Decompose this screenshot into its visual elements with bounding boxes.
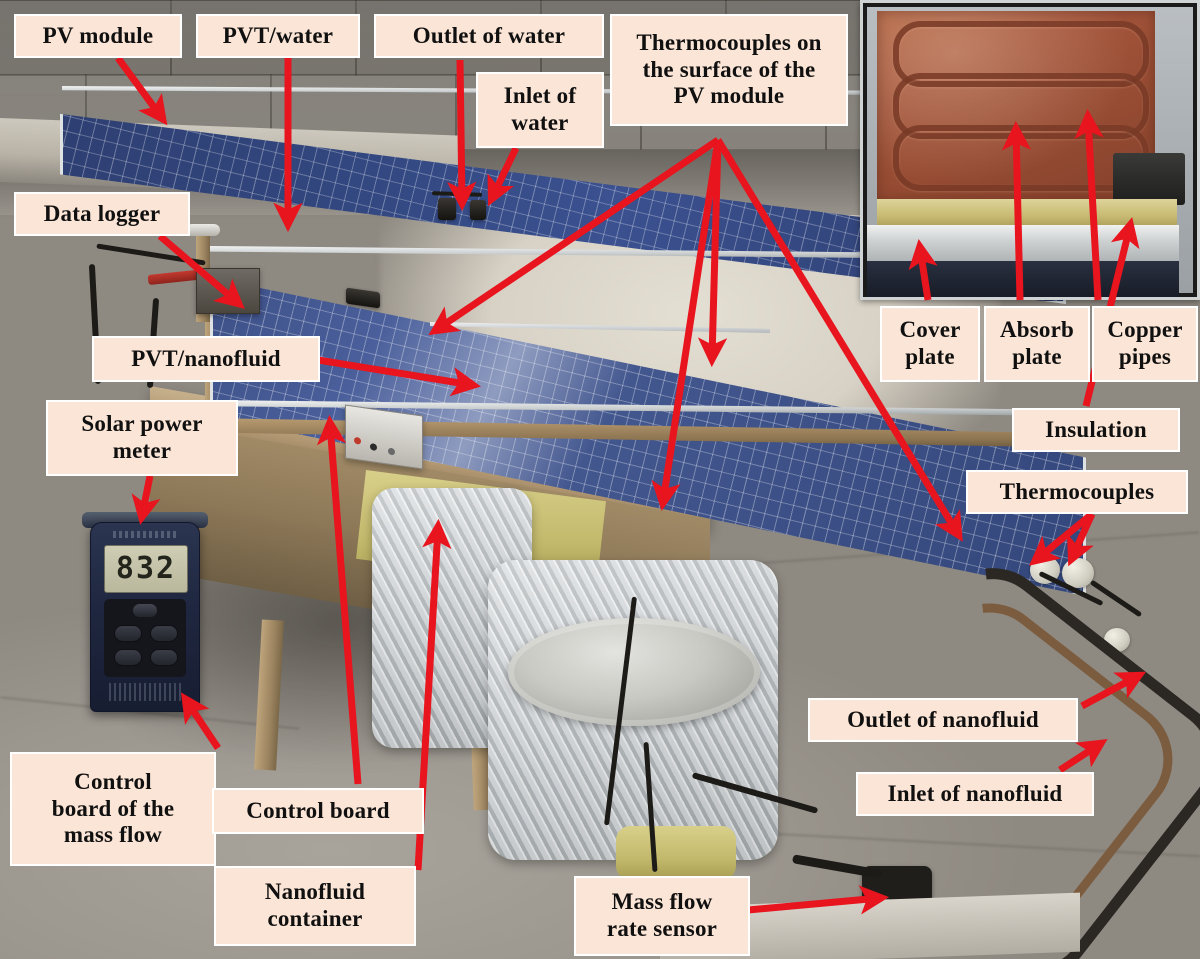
solar-power-meter: 832 [90,522,200,712]
label-insulation: Insulation [1012,408,1180,452]
meter-key-1[interactable] [114,625,142,642]
support-post-cap [186,224,220,236]
label-copper-pipes: Copper pipes [1092,306,1198,382]
label-pv-module: PV module [14,14,182,58]
label-absorb-plate: Absorb plate [984,306,1090,382]
meter-brand-mark [113,531,177,538]
inlet-water-fitting [470,200,486,220]
label-solar-power-meter: Solar power meter [46,400,238,476]
meter-power-button[interactable] [133,604,157,617]
copper-pipe-run [893,125,1149,191]
label-inlet-nanofluid: Inlet of nanofluid [856,772,1094,816]
meter-key-2[interactable] [150,625,178,642]
label-mass-flow-sensor: Mass flow rate sensor [574,876,750,956]
label-thermocouples-r: Thermocouples [966,470,1188,514]
meter-reading: 832 [115,551,177,586]
absorber-inset-photo [860,0,1200,300]
meter-keypad[interactable] [104,599,186,677]
inset-cover-plate [867,225,1179,265]
label-pvt-water: PVT/water [196,14,360,58]
thermocouple-junction [1104,628,1130,652]
glasswool-insulation [616,826,736,880]
label-nanofluid-cont: Nanofluid container [214,866,416,946]
copper-pipe-run [893,21,1149,87]
label-data-logger: Data logger [14,192,190,236]
meter-key-4[interactable] [150,649,178,666]
label-pvt-nanofluid: PVT/nanofluid [92,336,320,382]
label-thermocouples-pv: Thermocouples on the surface of the PV m… [610,14,848,126]
label-inlet-water: Inlet of water [476,72,604,148]
nanofluid-container-lid [508,618,760,726]
label-outlet-nanofluid: Outlet of nanofluid [808,698,1078,742]
label-outlet-water: Outlet of water [374,14,604,58]
label-control-board: Control board [212,788,424,834]
data-logger-unit [196,268,260,314]
meter-key-3[interactable] [114,649,142,666]
inset-junction-box [1113,153,1185,205]
label-control-mass-flow: Control board of the mass flow [10,752,216,866]
meter-model-label [109,683,181,701]
control-board-enclosure [345,404,423,470]
outlet-water-fitting [438,198,456,220]
label-cover-plate: Cover plate [880,306,980,382]
meter-lcd-display: 832 [104,545,188,593]
inset-lower-edge [867,261,1179,297]
